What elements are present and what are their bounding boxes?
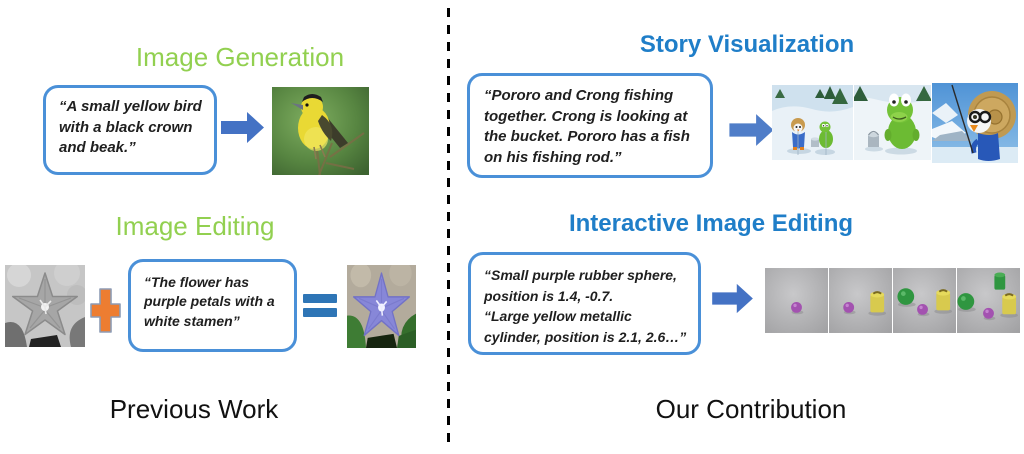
right-arrow-icon	[709, 281, 757, 316]
story-frame-pororo-and-crong	[772, 85, 853, 160]
interactive-editing-prompt-box: “Small purple rubber sphere, position is…	[468, 252, 701, 355]
story-visualization-title: Story Visualization	[639, 31, 855, 58]
clevr-frame-1	[765, 268, 828, 333]
story-frame-pororo-fishing	[932, 83, 1018, 163]
right-arrow-icon	[221, 109, 265, 146]
image-editing-prompt-box: “The flower has purple petals with a whi…	[128, 259, 297, 352]
right-arrow-icon	[729, 111, 775, 149]
yellow-bird-photo	[272, 87, 369, 175]
clevr-frame-strip	[765, 268, 1020, 333]
purple-flower-photo	[347, 265, 416, 348]
vertical-dashed-divider	[447, 8, 450, 446]
image-editing-prompt-text: “The flower has purple petals with a whi…	[144, 274, 275, 329]
image-editing-title: Image Editing	[115, 211, 275, 241]
story-visualization-prompt-box: “Pororo and Crong fishing together. Cron…	[467, 73, 713, 178]
equals-bar-top	[303, 294, 337, 303]
equals-bar-bottom	[303, 308, 337, 317]
grayscale-flower-photo	[5, 265, 85, 347]
image-generation-prompt-box: “A small yellow bird with a black crown …	[43, 85, 217, 175]
plus-icon	[90, 288, 121, 333]
image-generation-title: Image Generation	[135, 42, 345, 72]
image-generation-prompt-text: “A small yellow bird with a black crown …	[59, 98, 202, 157]
story-visualization-prompt-text: “Pororo and Crong fishing together. Cron…	[484, 87, 690, 167]
previous-work-label: Previous Work	[109, 394, 279, 424]
equals-icon	[303, 294, 337, 317]
interactive-image-editing-title: Interactive Image Editing	[568, 210, 854, 237]
story-frame-crong-and-bucket	[854, 85, 931, 160]
our-contribution-label: Our Contribution	[655, 394, 847, 424]
clevr-frame-2	[829, 268, 892, 333]
clevr-frame-3	[893, 268, 956, 333]
clevr-frame-4	[957, 268, 1020, 333]
interactive-editing-prompt-text: “Small purple rubber sphere, position is…	[484, 267, 687, 346]
